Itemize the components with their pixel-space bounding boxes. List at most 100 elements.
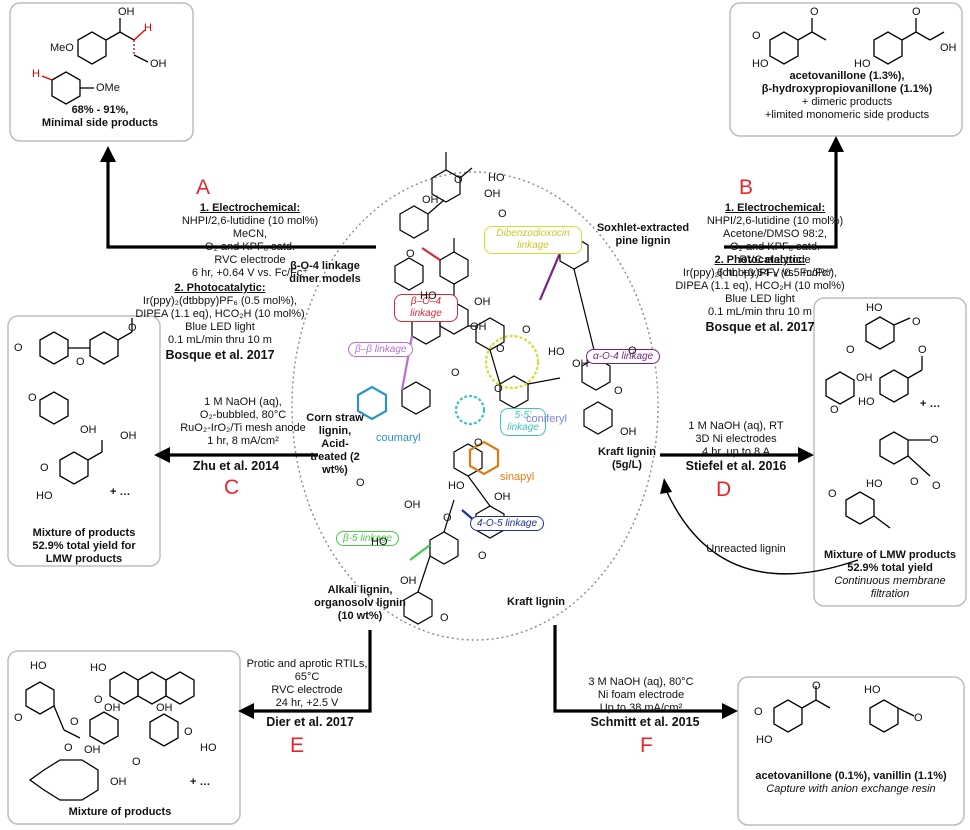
D-result: Mixture of LMW products 52.9% total yiel…: [818, 549, 962, 601]
E-substrate-line: Alkali lignin,: [327, 584, 393, 596]
structure-F: [773, 686, 915, 733]
E-atom-label: O: [94, 694, 103, 706]
structure-A: [41, 18, 149, 105]
F-cond-line: Up to 38 mA/cm²: [599, 702, 683, 714]
route-letter-B: B: [739, 176, 754, 199]
arrow-A: [106, 160, 376, 249]
C-cond-line: O₂-bubbled, 80°C: [199, 409, 287, 421]
box-E: [7, 650, 241, 825]
D-reference: Stiefel et al. 2016: [685, 459, 787, 473]
center-atom-label: O: [451, 367, 460, 379]
E-atom-label: OH: [110, 776, 127, 788]
E-atom-label: HO: [30, 660, 47, 672]
E-atom-label: O: [184, 726, 193, 738]
C-result-line: 52.9% total yield for: [32, 540, 136, 552]
A-electro-line: RVC electrode: [214, 254, 286, 266]
E-substrate-line: (10 wt%): [337, 610, 383, 622]
C-atom-label: HO: [36, 490, 53, 502]
E-reference: Dier et al. 2017: [266, 715, 354, 729]
C-atom-label: O: [14, 342, 23, 354]
A-atom-label: OH: [150, 58, 167, 70]
C-cond-line: 1 hr, 8 mA/cm²: [207, 435, 279, 447]
C-atom-label: O: [128, 322, 137, 334]
A-electro-line: MeCN,: [232, 228, 268, 240]
center-atom-label: OH: [422, 194, 439, 206]
B-atom-label: OH: [940, 42, 957, 54]
D-atom-label: O: [918, 344, 927, 356]
arrow-B: [724, 150, 838, 249]
D-atom-label: OH: [856, 372, 873, 384]
F-reference: Schmitt et al. 2015: [590, 715, 700, 729]
C-result-line: Mixture of products: [32, 527, 136, 539]
linkage-beta-5: β-5 linkage: [336, 531, 400, 546]
center-atom-label: O: [443, 512, 452, 524]
D-atom-label: O: [846, 344, 855, 356]
center-atom-label: O: [628, 345, 637, 357]
A-result-line: 68% - 91%,: [71, 104, 129, 116]
A-atom-label: OMe: [96, 82, 120, 94]
A-result: 68% - 91%, Minimal side products: [20, 104, 180, 130]
F-cond-line: Ni foam electrode: [597, 689, 685, 701]
structure-C: [39, 318, 133, 485]
F-atom-label: O: [812, 680, 821, 692]
A-atom-label: OH: [118, 6, 135, 18]
F-atom-label: O: [914, 712, 923, 724]
D-plus-more: + …: [920, 398, 941, 410]
B-atom-label: O: [810, 6, 819, 18]
C-atom-label: OH: [80, 424, 97, 436]
F-atom-label: O: [754, 706, 763, 718]
C-substrate-line: Corn straw: [306, 412, 364, 424]
E-cond-line: 24 hr, +2.5 V: [275, 697, 339, 709]
center-atom-label: O: [614, 385, 623, 397]
lignin-ellipse: [291, 171, 659, 641]
B-atom-label: HO: [752, 58, 769, 70]
B-atom-label: HO: [854, 58, 871, 70]
structure-E: [25, 671, 195, 801]
B-photo-title: 2. Photocatalytic:: [714, 254, 806, 266]
E-result: Mixture of products: [68, 806, 172, 818]
A-electro-line: NHPI/2,6-lutidine (10 mol%): [181, 215, 319, 227]
B-substrate: Soxhlet-extracted pine lignin: [588, 222, 698, 248]
D-recycle-label: Unreacted lignin: [706, 543, 786, 555]
D-atom-label: O: [930, 434, 939, 446]
C-cond-line: 1 M NaOH (aq),: [204, 396, 282, 408]
A-substrate-line: dimer models: [289, 273, 361, 285]
center-atom-label: OH: [474, 296, 491, 308]
C-result-line: LMW products: [45, 553, 123, 565]
B-electro-line: Acetone/DMSO 98:2,: [723, 228, 827, 240]
B-reference: Bosque et al. 2017: [705, 320, 815, 334]
center-atom-label: O: [440, 612, 449, 624]
A-electro-title: 1. Electrochemical:: [199, 202, 301, 214]
E-substrate-line: organosolv lignin: [314, 597, 406, 609]
F-result-bold: acetovanillone (0.1%), vanillin (1.1%): [755, 770, 947, 782]
linkage-4-O-5: 4-O-5 linkage: [470, 516, 545, 531]
C-atom-label: OH: [120, 430, 137, 442]
B-result-bold: acetovanillone (1.3%),: [789, 70, 905, 82]
linkage-beta-beta: β–β linkage: [348, 342, 414, 357]
E-cond-line: RVC electrode: [271, 684, 343, 696]
B-conditions: 1. Electrochemical: NHPI/2,6-lutidine (1…: [690, 202, 860, 280]
D-atom-label: O: [932, 480, 941, 492]
D-atom-label: O: [910, 476, 919, 488]
E-conditions: Protic and aprotic RTILs, 65°C RVC elect…: [232, 658, 382, 710]
E-atom-label: HO: [90, 662, 107, 674]
E-atom-label: O: [64, 742, 73, 754]
C-atom-label: O: [28, 392, 37, 404]
F-atom-label: HO: [864, 684, 881, 696]
center-atom-label: HO: [371, 536, 388, 548]
B-electro-line: NHPI/2,6-lutidine (10 mol%): [706, 215, 844, 227]
E-atom-label: HO: [200, 742, 217, 754]
route-letter-F: F: [640, 734, 653, 757]
linkage-dibenzodioxocin: Dibenzodioxocin linkage: [484, 226, 582, 254]
F-result: acetovanillone (0.1%), vanillin (1.1%) C…: [742, 770, 960, 796]
C-reference: Zhu et al. 2014: [192, 459, 280, 473]
A-photo-title: 2. Photocatalytic:: [174, 282, 266, 294]
B-photo-line: DIPEA (1.1 eq), HCO₂H (10 mol%): [675, 280, 845, 292]
A-result-line: Minimal side products: [41, 117, 159, 129]
D-atom-label: O: [828, 488, 837, 500]
center-atom-label: O: [522, 324, 531, 336]
center-atom-label: HO: [488, 172, 505, 184]
center-atom-label: O: [498, 208, 507, 220]
box-B: [729, 2, 963, 137]
